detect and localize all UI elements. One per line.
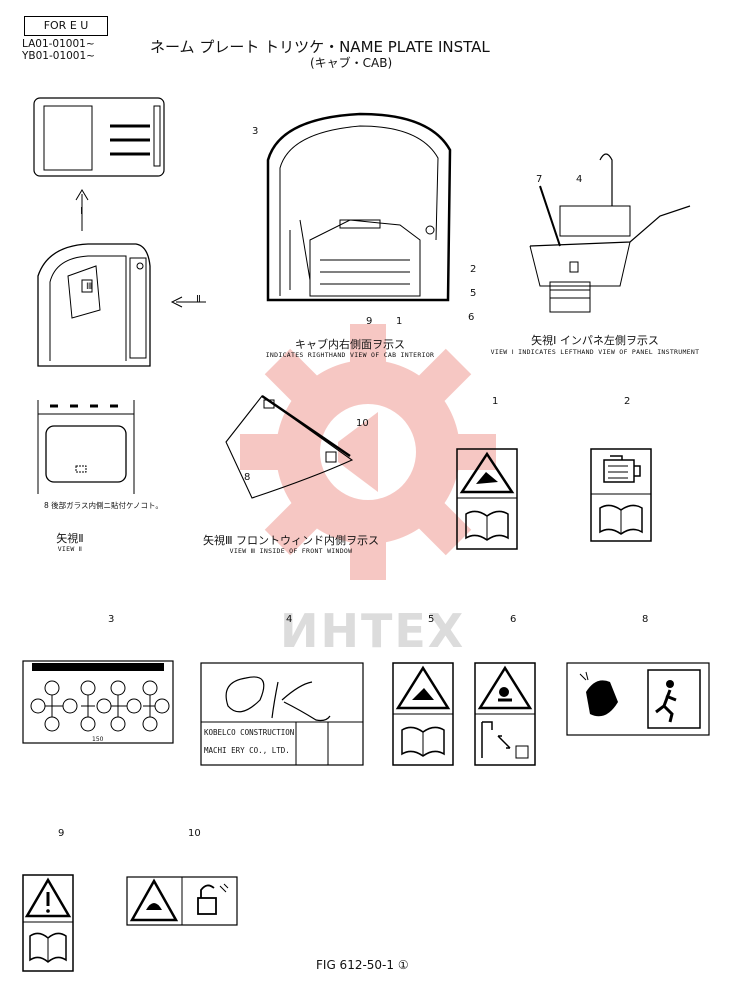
- ok-logo-icon: [200, 662, 364, 766]
- model-line: YB01-01001~: [22, 50, 95, 62]
- cab-interior-caption-en: INDICATES RIGHTHAND VIEW OF CAB INTERIOR: [265, 351, 435, 359]
- cab-side-view-drawing: [37, 243, 151, 367]
- view-2-caption-en: VIEW Ⅱ: [57, 545, 83, 553]
- page-title: ネーム プレート トリツケ・NAME PLATE INSTAL: [150, 38, 490, 56]
- view-1-caption-jp: 矢視Ⅰ インパネ左側ヲ示ス: [531, 334, 659, 347]
- plate-4-number: 4: [286, 614, 293, 625]
- arrow-label-2: Ⅱ: [196, 294, 201, 305]
- view-1-caption-en: VIEW Ⅰ INDICATES LEFTHAND VIEW OF PANEL …: [490, 348, 700, 356]
- callout-2: 2: [470, 264, 477, 275]
- warning-book-icon: [22, 874, 74, 972]
- control-pattern-icon: [22, 660, 174, 744]
- model-line: LA01-01001~: [22, 38, 95, 50]
- callout-10: 10: [356, 418, 369, 429]
- front-window-drawing: [225, 394, 354, 499]
- figure-number: FIG 612-50-1 ①: [316, 958, 409, 972]
- arrow-label-1: Ⅰ: [80, 206, 83, 217]
- model-list: LA01-01001~ YB01-01001~: [22, 38, 95, 62]
- plate-2-number: 2: [624, 396, 631, 407]
- callout-7: 7: [536, 174, 543, 185]
- callout-6: 6: [468, 312, 475, 323]
- figure-label: FIG 612-50-1: [316, 958, 395, 972]
- engine-book-icon: [590, 448, 652, 542]
- region-tag: FOR E U: [24, 16, 108, 36]
- warning-boom-icon: [474, 662, 536, 766]
- watermark-text: ИНТЕХ: [280, 604, 466, 658]
- view-2-note: 8 後部ガラス内側ニ貼付ケノコト。: [44, 501, 163, 510]
- view-3-caption-jp: 矢視Ⅲ フロントウィンド内側ヲ示ス: [202, 534, 380, 547]
- plate-1-number: 1: [492, 396, 499, 407]
- plate-3-footer: 150: [92, 736, 104, 743]
- view-2-caption-jp: 矢視Ⅱ: [56, 532, 84, 545]
- plate-9-number: 9: [58, 828, 65, 839]
- warning-fall-book-icon: [392, 662, 454, 766]
- callout-4: 4: [576, 174, 583, 185]
- arrow-up-icon: [75, 189, 89, 231]
- callout-9: 9: [366, 316, 373, 327]
- panel-instrument-drawing: [529, 153, 691, 313]
- plate-8-number: 8: [642, 614, 649, 625]
- figure-circled-index: ①: [397, 958, 409, 972]
- cab-top-view-drawing: [33, 97, 165, 177]
- plate-5-number: 5: [428, 614, 435, 625]
- cab-interior-drawing: [266, 112, 452, 302]
- box-label-3: Ⅲ: [86, 282, 93, 292]
- warning-crush-book-icon: [456, 448, 518, 550]
- page-subtitle: (キャブ・CAB): [310, 56, 393, 70]
- plate-4-line2: MACHI ERY CO., LTD.: [204, 746, 290, 755]
- emergency-exit-icon: [566, 662, 710, 736]
- plate-3-number: 3: [108, 614, 115, 625]
- warning-window-lock-icon: [126, 876, 238, 926]
- view-3-caption-en: VIEW Ⅲ INSIDE OF FRONT WINDOW: [229, 547, 353, 555]
- plate-6-number: 6: [510, 614, 517, 625]
- callout-5: 5: [470, 288, 477, 299]
- plate-4-line1: KOBELCO CONSTRUCTION: [204, 728, 295, 737]
- callout-8: 8: [244, 472, 251, 483]
- callout-1: 1: [396, 316, 403, 327]
- callout-3: 3: [252, 126, 259, 137]
- plate-10-number: 10: [188, 828, 201, 839]
- rear-window-drawing: [37, 400, 135, 494]
- arrow-left-icon: [170, 296, 206, 308]
- cab-interior-caption-jp: キャブ内右側面ヲ示ス: [295, 338, 405, 351]
